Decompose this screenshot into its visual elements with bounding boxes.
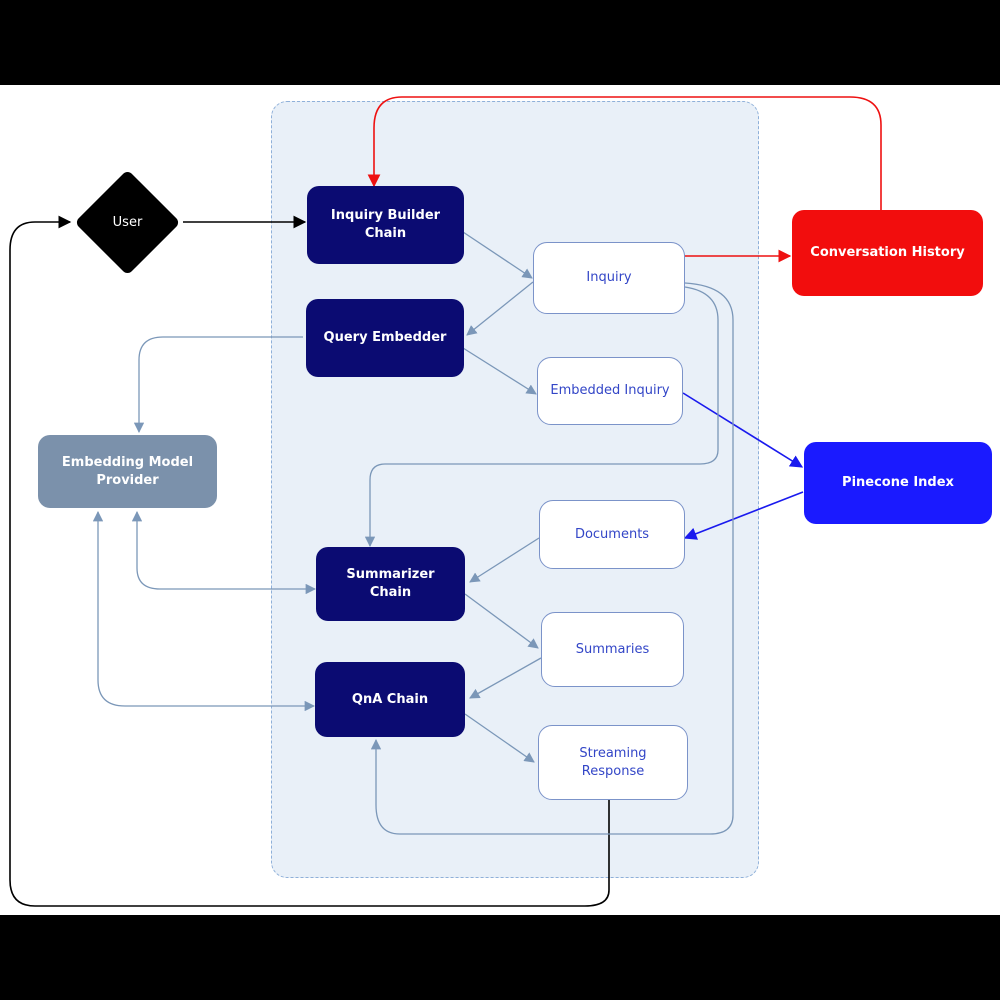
documents-node[interactable]: Documents bbox=[539, 500, 685, 569]
embedded-inquiry-label: Embedded Inquiry bbox=[550, 383, 670, 398]
streaming-response-node[interactable]: Streaming Response bbox=[538, 725, 688, 800]
embedding-model-provider-node[interactable]: Embedding Model Provider bbox=[38, 435, 217, 508]
inquiry-builder-chain-label: Inquiry Builder Chain bbox=[330, 208, 441, 241]
user-node[interactable]: User bbox=[70, 169, 185, 276]
summarizer-chain-node[interactable]: Summarizer Chain bbox=[316, 547, 465, 621]
conversation-history-label: Conversation History bbox=[810, 245, 965, 260]
user-label: User bbox=[112, 215, 143, 230]
inquiry-builder-chain-node[interactable]: Inquiry Builder Chain bbox=[307, 186, 464, 264]
pinecone-index-node[interactable]: Pinecone Index bbox=[804, 442, 992, 524]
streaming-response-label: Streaming Response bbox=[579, 745, 647, 779]
pinecone-index-label: Pinecone Index bbox=[842, 475, 954, 490]
query-embedder-node[interactable]: Query Embedder bbox=[306, 299, 464, 377]
qna-chain-label: QnA Chain bbox=[351, 691, 429, 707]
inquiry-label: Inquiry bbox=[586, 270, 632, 285]
query-embedder-label: Query Embedder bbox=[323, 330, 447, 345]
embedding-model-provider-label: Embedding Model Provider bbox=[61, 454, 194, 488]
embedded-inquiry-node[interactable]: Embedded Inquiry bbox=[537, 357, 683, 425]
inquiry-node[interactable]: Inquiry bbox=[533, 242, 685, 314]
summaries-node[interactable]: Summaries bbox=[541, 612, 684, 687]
summaries-label: Summaries bbox=[575, 641, 650, 657]
summarizer-chain-label: Summarizer Chain bbox=[346, 567, 435, 600]
documents-label: Documents bbox=[574, 526, 650, 542]
qna-chain-node[interactable]: QnA Chain bbox=[315, 662, 465, 737]
conversation-history-node[interactable]: Conversation History bbox=[792, 210, 983, 296]
